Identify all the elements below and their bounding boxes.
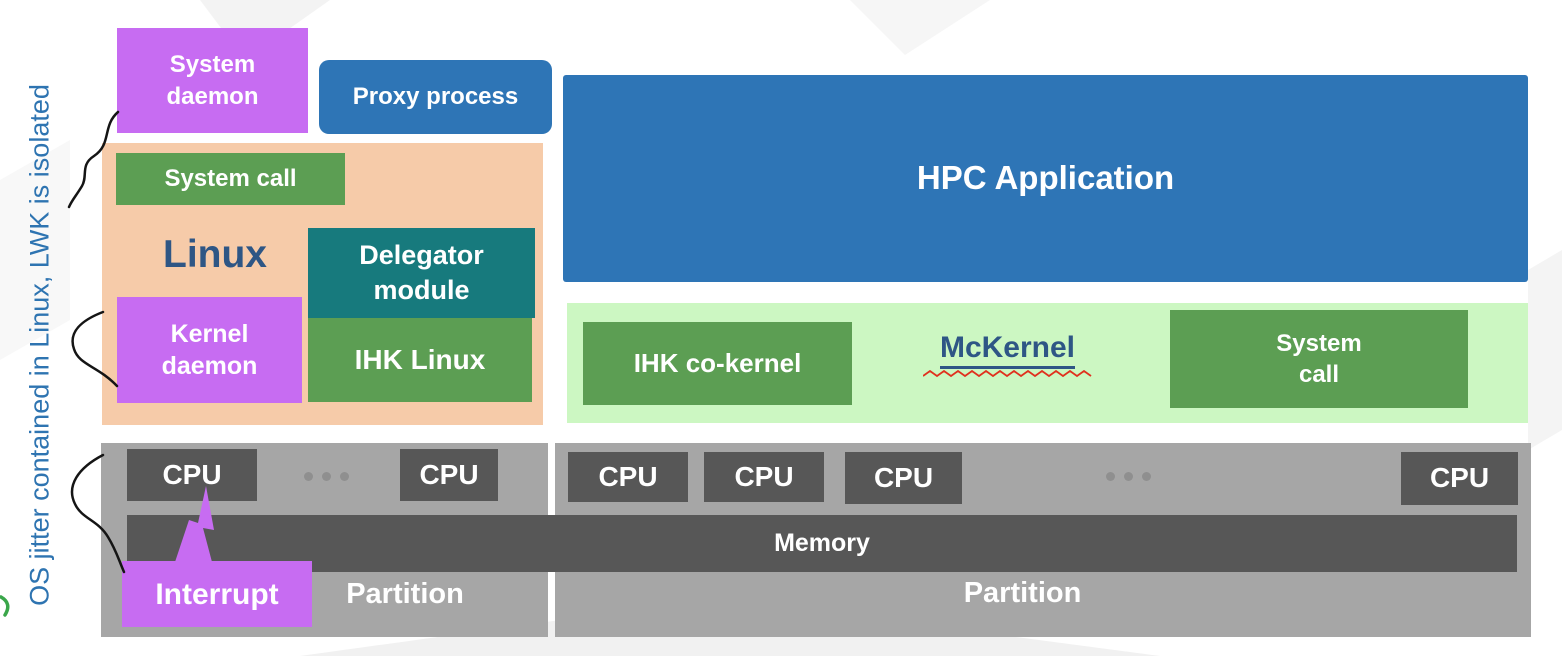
delegator-module-box: Delegator module [308,228,535,318]
ellipsis-icon [304,472,349,481]
linux-label: Linux [163,233,267,276]
cpu-box: CPU [704,452,824,502]
linux-system-call-box: System call [116,153,345,205]
cpu-box: CPU [568,452,688,502]
mckernel-text: McKernel [939,331,1076,369]
ihk-co-kernel-box: IHK co-kernel [583,322,852,405]
memory-bar: Memory [127,515,1517,572]
cpu-box: CPU [127,449,257,501]
system-daemon-box: System daemon [117,28,308,133]
hpc-application-box: HPC Application [563,75,1528,282]
proxy-process-box: Proxy process [319,60,552,134]
cpu-box: CPU [400,449,498,501]
corner-mark [0,595,10,617]
cpu-box: CPU [1401,452,1518,505]
cpu-box: CPU [845,452,962,504]
interrupt-box: Interrupt [122,561,312,627]
partition-label: Partition [963,577,1082,609]
mckernel-label: McKernel [900,331,1115,378]
side-note: OS jitter contained in Linux, LWK is iso… [24,84,55,606]
partition-label: Partition [346,578,464,610]
kernel-daemon-box: Kernel daemon [117,297,302,403]
red-spellcheck-squiggle-icon [922,370,1092,378]
ellipsis-icon [1106,472,1151,481]
mckernel-system-call-box: System call [1170,310,1468,408]
ihk-linux-box: IHK Linux [308,318,532,402]
